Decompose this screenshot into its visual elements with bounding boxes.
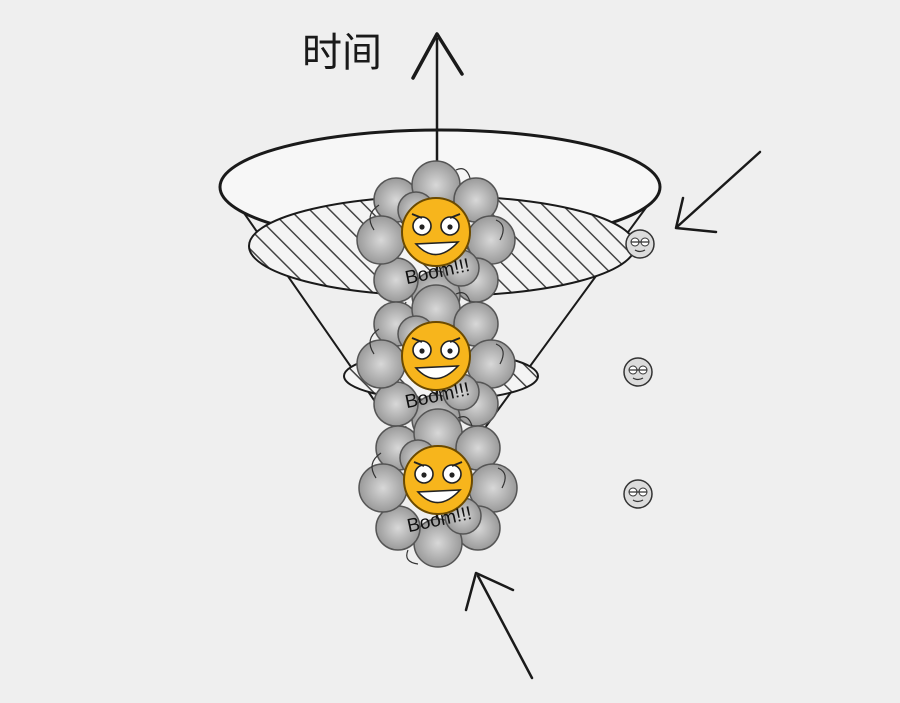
observer-face-icon (625, 229, 655, 259)
axis-title: 时间 (302, 30, 382, 76)
arrow-bottom-incoming-icon (464, 571, 534, 680)
observer-face-icon (623, 357, 653, 387)
observer-face-icon (623, 479, 653, 509)
arrow-right-incoming-icon (674, 150, 762, 234)
explosion-bottom: Boom!!! (358, 408, 518, 568)
